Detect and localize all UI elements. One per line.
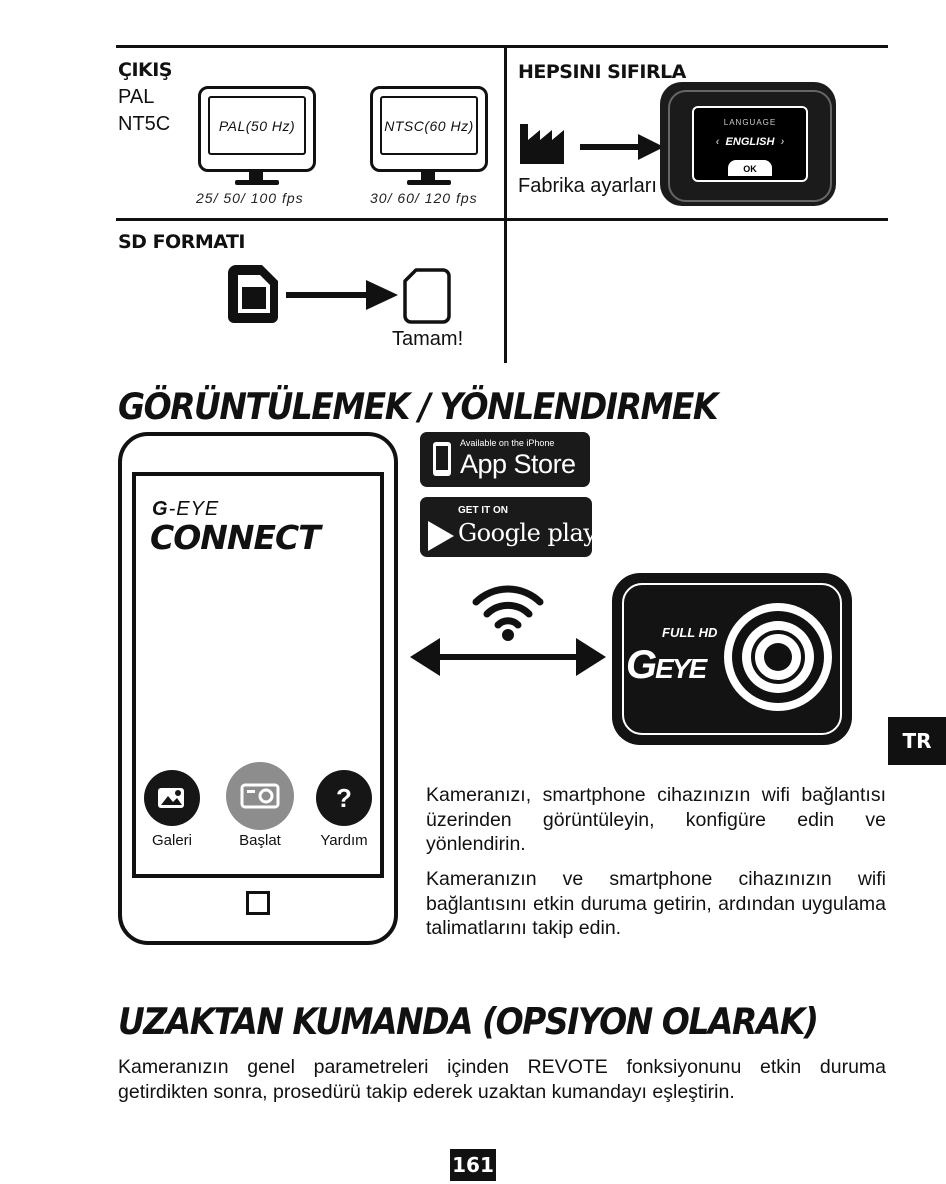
phone-screen: G-EYE CONNECT Galeri Başlat ? Yardım xyxy=(132,472,384,878)
phone-home-button xyxy=(246,891,270,915)
google-play-badge[interactable]: GET IT ON Google play xyxy=(420,497,597,557)
google-play-big: Google play xyxy=(458,519,597,547)
reset-camera-illustration: LANGUAGE ‹ ENGLISH › OK xyxy=(660,82,836,206)
view-paragraph-1: Kameranızı, smartphone cihazınızın wifi … xyxy=(426,784,886,855)
app-store-badge[interactable]: Available on the iPhone App Store xyxy=(420,432,590,487)
page-number: 161 xyxy=(450,1149,496,1181)
help-label: Yardım xyxy=(320,832,368,849)
app-brand-top: G-EYE xyxy=(152,498,220,520)
arrow-right-icon-2 xyxy=(286,280,398,310)
middle-rule xyxy=(116,218,888,221)
output-option-ntsc: NT5C xyxy=(118,113,171,135)
reset-title: HEPSINI SIFIRLA xyxy=(518,61,686,83)
top-rule xyxy=(116,45,888,48)
camera-icon xyxy=(240,783,280,809)
app-brand-main: CONNECT xyxy=(150,518,321,557)
pal-monitor: PAL(50 Hz) xyxy=(198,86,316,185)
language-tab: TR xyxy=(888,717,946,765)
ntsc-fps: 30/ 60/ 120 fps xyxy=(370,190,478,206)
view-heading: GÖRÜNTÜLEMEK / YÖNLENDIRMEK xyxy=(118,385,718,428)
gallery-button[interactable] xyxy=(144,770,200,826)
start-label: Başlat xyxy=(239,832,281,849)
google-play-small: GET IT ON xyxy=(458,505,508,516)
ntsc-monitor: NTSC(60 Hz) xyxy=(370,86,488,185)
factory-icon xyxy=(520,124,564,164)
center-divider xyxy=(504,45,507,363)
help-icon: ? xyxy=(336,782,352,813)
blank-card-icon xyxy=(403,268,451,324)
wifi-icon xyxy=(472,585,544,641)
format-done-caption: Tamam! xyxy=(392,328,464,350)
camera-ok-button: OK xyxy=(728,160,772,176)
phone-illustration: G-EYE CONNECT Galeri Başlat ? Yardım xyxy=(118,432,398,945)
app-store-big: App Store xyxy=(460,449,576,479)
image-icon xyxy=(158,788,184,808)
camera-language-value: ‹ ENGLISH › xyxy=(715,136,785,148)
double-arrow-icon xyxy=(410,638,606,676)
camera-lens xyxy=(724,603,832,711)
remote-paragraph: Kameranızın genel parametreleri içinden … xyxy=(118,1056,886,1103)
camera-badge: FULL HD xyxy=(662,625,718,640)
sd-card-icon xyxy=(228,265,278,323)
play-triangle-icon xyxy=(428,521,454,551)
app-store-small: Available on the iPhone xyxy=(460,438,555,448)
ntsc-monitor-screen: NTSC(60 Hz) xyxy=(380,96,478,155)
pal-monitor-screen: PAL(50 Hz) xyxy=(208,96,306,155)
start-button[interactable] xyxy=(226,762,294,830)
factory-caption: Fabrika ayarları xyxy=(518,175,657,197)
view-paragraph-2: Kameranızın ve smartphone cihazınızın wi… xyxy=(426,868,886,939)
action-camera-illustration: FULL HD GEYE xyxy=(612,573,852,745)
remote-heading: UZAKTAN KUMANDA (OPSIYON OLARAK) xyxy=(118,1000,819,1043)
camera-logo: GEYE xyxy=(626,643,707,687)
output-option-pal: PAL xyxy=(118,86,155,108)
camera-language-label: LANGUAGE xyxy=(723,118,777,127)
arrow-right-icon xyxy=(580,134,664,160)
sd-format-title: SD FORMATI xyxy=(118,231,246,253)
help-button[interactable]: ? xyxy=(316,770,372,826)
phone-glyph-icon xyxy=(433,442,451,476)
pal-fps: 25/ 50/ 100 fps xyxy=(196,190,304,206)
output-title: ÇIKIŞ xyxy=(118,59,173,81)
gallery-label: Galeri xyxy=(151,832,192,849)
